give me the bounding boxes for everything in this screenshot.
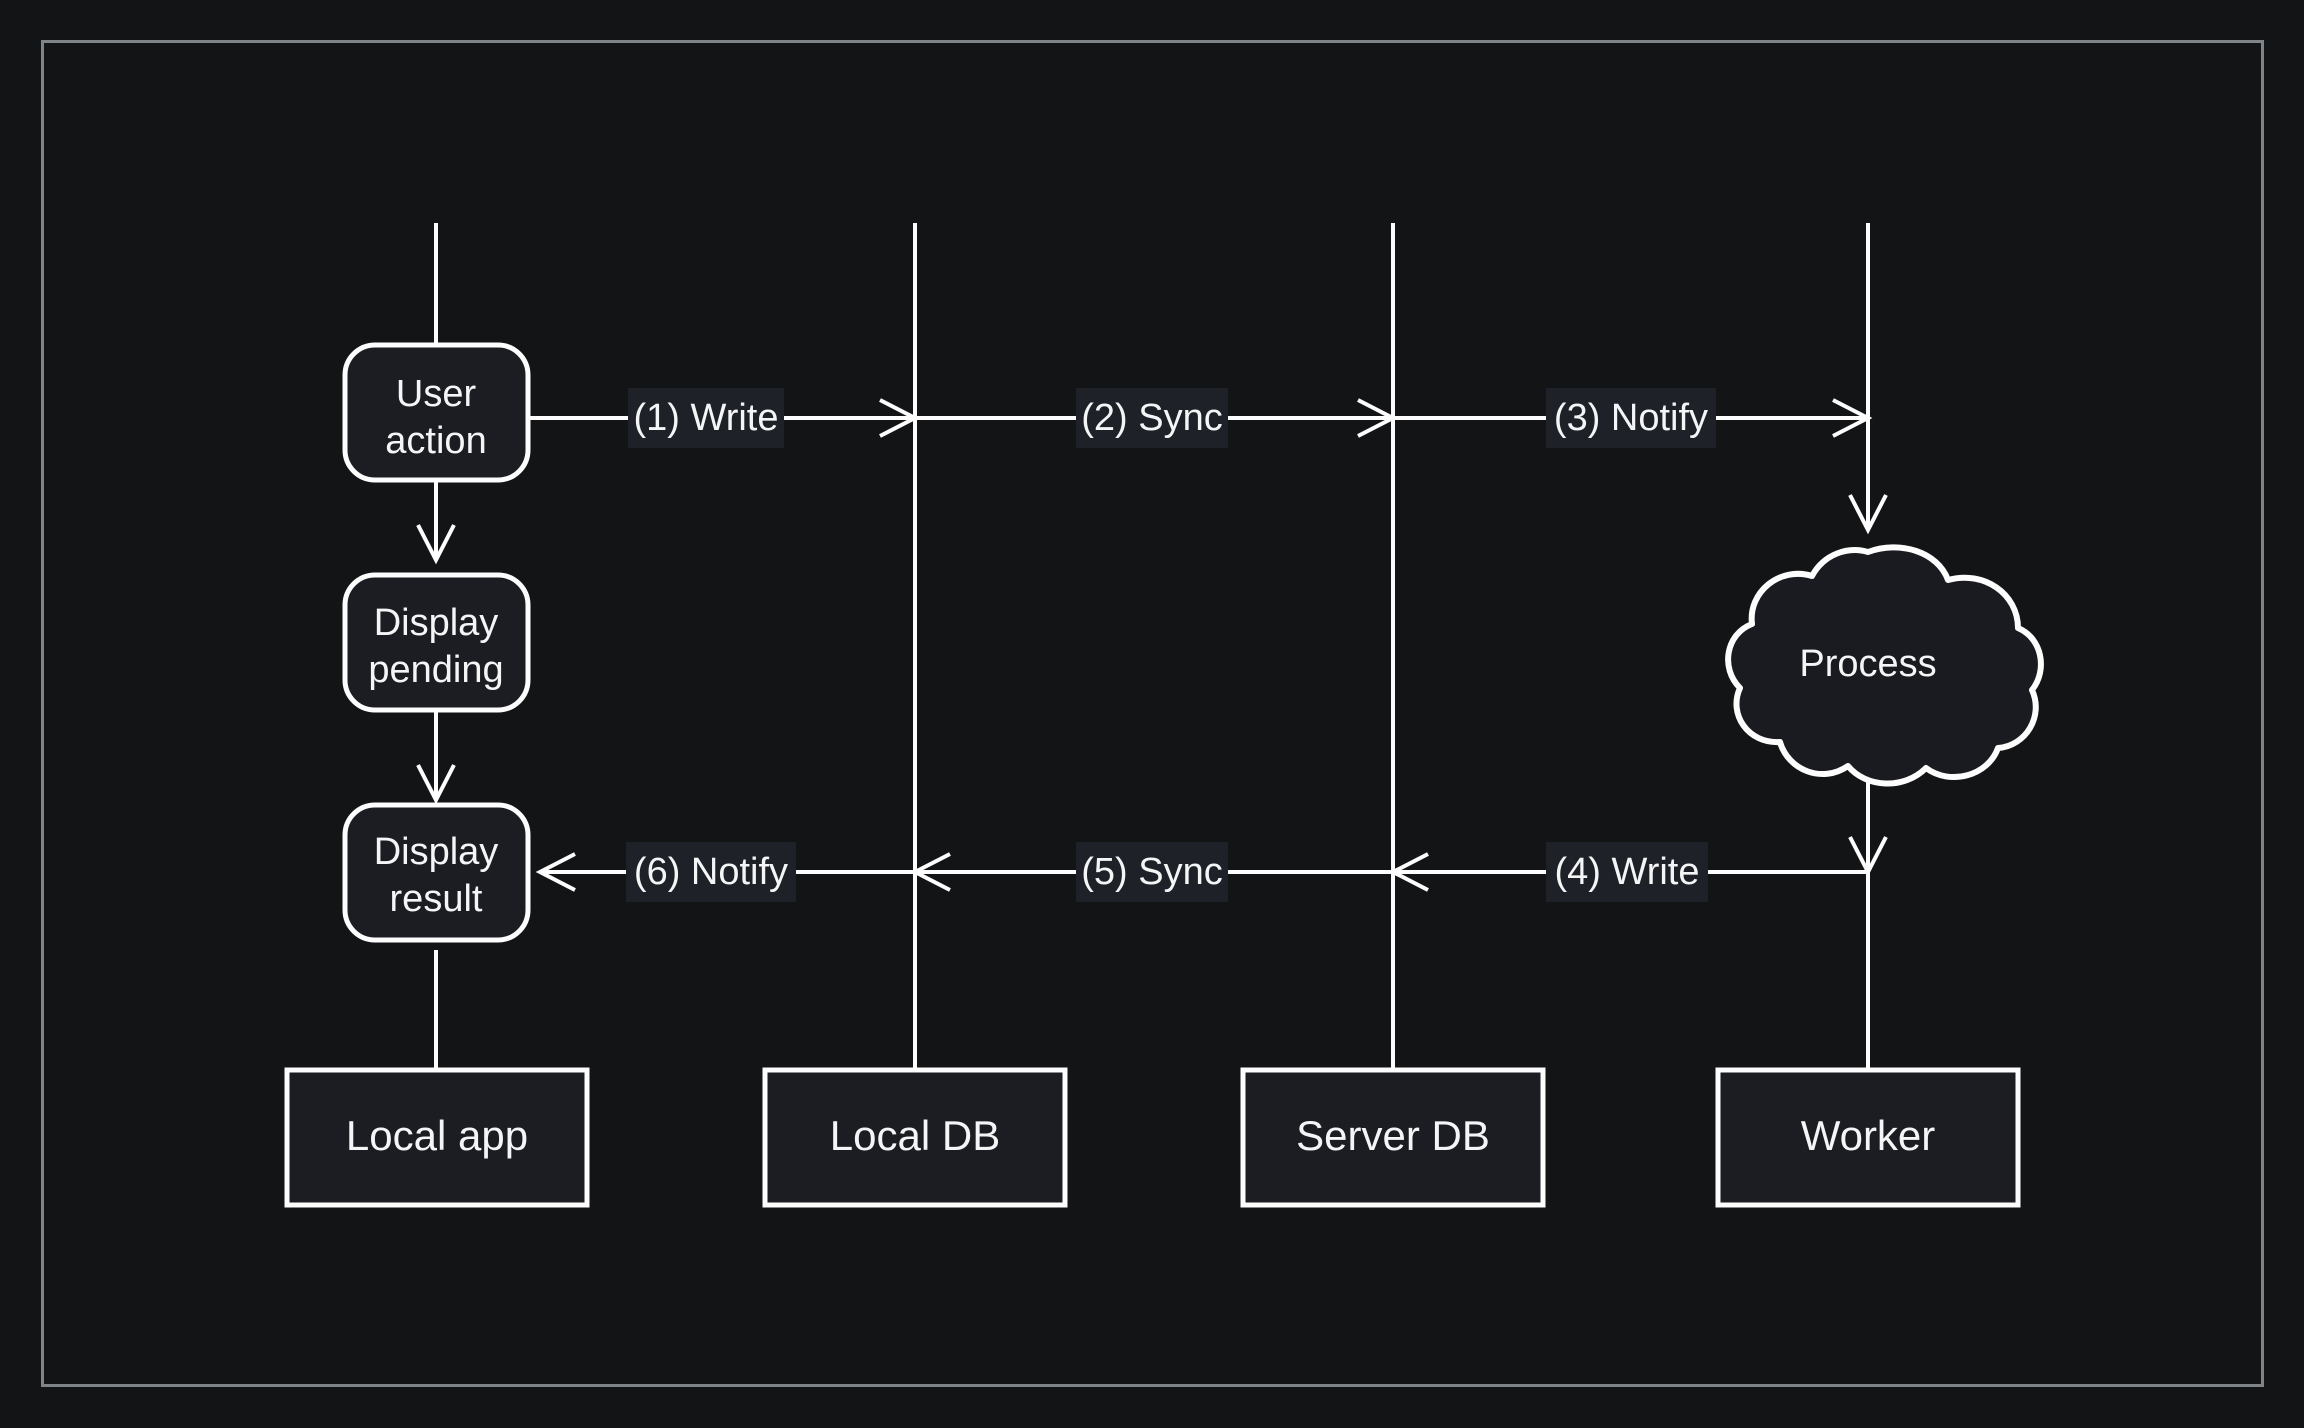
edge-label-4-bg <box>1546 842 1708 902</box>
node-display-result[interactable]: Display result <box>342 802 531 943</box>
node-display-pending-line-2: pending <box>368 649 503 691</box>
edge-label-3: (3) Notify <box>1546 388 1716 448</box>
node-display-result-line-1: Display <box>374 831 499 873</box>
participant-local-db[interactable]: Local DB <box>762 1067 1068 1208</box>
participant-server-db[interactable]: Server DB <box>1240 1067 1546 1208</box>
edge-label-6-text: (6) Notify <box>634 851 788 893</box>
node-user-action-line-1: User <box>396 373 477 415</box>
edge-label-6: (6) Notify <box>626 842 796 902</box>
node-user-action-shape[interactable] <box>342 342 531 483</box>
edge-label-1-bg <box>628 388 784 448</box>
edge-label-5-text: (5) Sync <box>1081 851 1222 893</box>
participant-local-app-box[interactable] <box>284 1067 590 1208</box>
node-process-shape[interactable] <box>1725 544 2044 787</box>
diagram-frame <box>41 40 2264 1387</box>
arrowhead-left-6 <box>535 852 576 892</box>
edge-label-2-text: (2) Sync <box>1081 397 1222 439</box>
participant-server-db-label: Server DB <box>1296 1112 1490 1159</box>
arrowhead-down-pending <box>416 524 456 565</box>
edge-label-3-bg <box>1546 388 1716 448</box>
arrowhead-left-4 <box>1388 852 1429 892</box>
lifelines <box>434 223 1870 1070</box>
participant-worker-box[interactable] <box>1715 1067 2021 1208</box>
node-display-result-line-2: result <box>390 878 483 920</box>
node-display-pending-shape[interactable] <box>342 572 531 713</box>
edge-label-6-bg <box>626 842 796 902</box>
arrowhead-down-result <box>416 764 456 805</box>
node-process[interactable]: Process <box>1725 544 2044 787</box>
participant-local-db-box[interactable] <box>762 1067 1068 1208</box>
arrowhead-right-3 <box>1832 398 1873 438</box>
vertical-connectors <box>416 480 1888 877</box>
node-display-pending[interactable]: Display pending <box>342 572 531 713</box>
edge-label-5-bg <box>1076 842 1228 902</box>
participant-local-db-label: Local DB <box>830 1112 1000 1159</box>
node-display-pending-line-1: Display <box>374 602 499 644</box>
edge-label-4: (4) Write <box>1546 842 1708 902</box>
participant-local-app-label: Local app <box>346 1112 528 1159</box>
edge-label-1: (1) Write <box>628 388 784 448</box>
arrowhead-left-5 <box>910 852 951 892</box>
edge-label-2: (2) Sync <box>1076 388 1228 448</box>
node-user-action-line-2: action <box>385 420 486 462</box>
participant-worker[interactable]: Worker <box>1715 1067 2021 1208</box>
edge-label-2-bg <box>1076 388 1228 448</box>
node-user-action[interactable]: User action <box>342 342 531 483</box>
edge-label-1-text: (1) Write <box>634 397 779 439</box>
participant-local-app[interactable]: Local app <box>284 1067 590 1208</box>
edge-label-3-text: (3) Notify <box>1554 397 1708 439</box>
node-display-result-shape[interactable] <box>342 802 531 943</box>
edge-label-4-text: (4) Write <box>1555 851 1700 893</box>
participant-server-db-box[interactable] <box>1240 1067 1546 1208</box>
participant-worker-label: Worker <box>1801 1112 1936 1159</box>
arrowhead-down-worker-return <box>1848 836 1888 877</box>
arrowhead-down-process <box>1848 494 1888 535</box>
node-process-label: Process <box>1799 643 1936 685</box>
edge-label-5: (5) Sync <box>1076 842 1228 902</box>
